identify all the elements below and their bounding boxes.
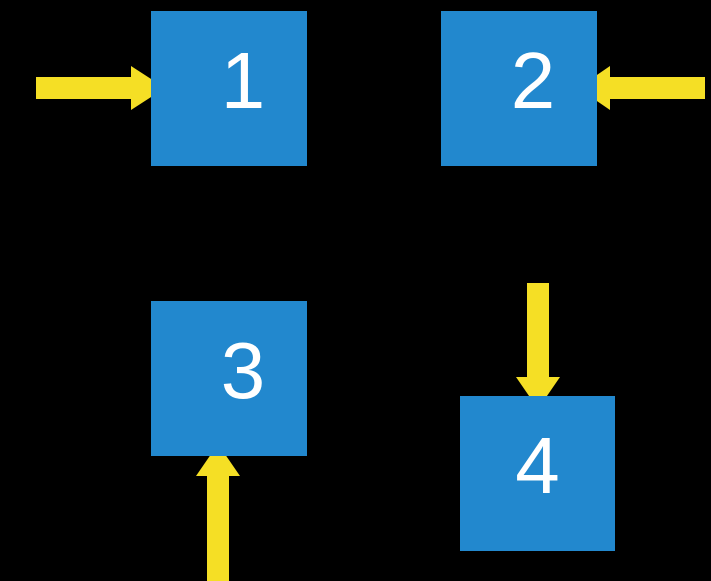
arrow-into-node-4	[516, 283, 560, 409]
arrow-into-node-3	[196, 444, 240, 581]
node-4[interactable]: 4	[460, 396, 615, 551]
arrow-into-node-1	[36, 66, 165, 110]
node-4-label: 4	[515, 420, 560, 510]
arrow-into-node-2	[578, 66, 705, 110]
node-2[interactable]: 2	[441, 11, 597, 166]
node-1-label: 1	[220, 35, 266, 125]
node-2-label: 2	[510, 35, 556, 125]
node-3-label: 3	[220, 325, 266, 415]
node-3[interactable]: 3	[151, 301, 307, 456]
node-1[interactable]: 1	[151, 11, 307, 166]
